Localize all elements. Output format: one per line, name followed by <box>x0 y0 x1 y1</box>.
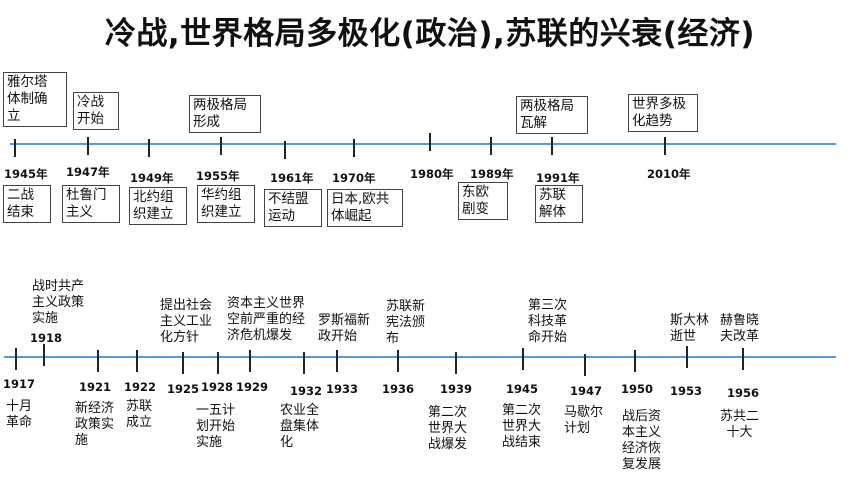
event-box-nato: 北约组 织建立 <box>129 187 187 225</box>
tick <box>217 352 219 374</box>
year-label: 1989年 <box>470 167 514 181</box>
event-box-bipolar-formed: 两极格局 形成 <box>189 95 261 133</box>
year-label: 1947 <box>570 384 603 398</box>
event-box-ussr-dissolve: 苏联 解体 <box>535 185 583 223</box>
event-box-ww2-end: 二战 结束 <box>3 185 51 223</box>
year-label: 1953 <box>670 384 703 398</box>
event-note-ussr-founded: 苏联 成立 <box>126 399 153 430</box>
tick <box>249 350 251 372</box>
year-label: 1932 <box>290 384 323 398</box>
tick <box>220 137 222 155</box>
tick <box>14 139 16 157</box>
timeline-axis-2 <box>4 356 836 358</box>
tick <box>136 350 138 372</box>
tick <box>284 141 286 159</box>
event-note-october-revolution: 十月 革命 <box>6 399 33 430</box>
event-box-warsaw: 华约组 织建立 <box>197 185 255 223</box>
tick <box>634 350 636 372</box>
year-label: 1918 <box>30 331 63 345</box>
event-note-collectivization: 农业全 盘集体 化 <box>280 403 320 450</box>
event-note-stalin-death: 斯大林 逝世 <box>670 313 710 344</box>
event-box-japan-ec: 日本,欧共 体崛起 <box>327 189 403 227</box>
year-label: 1949年 <box>130 171 174 185</box>
tick <box>43 344 45 366</box>
event-box-eastern-europe: 东欧 剧变 <box>458 182 508 220</box>
event-note-khrushchev-reform: 赫鲁晓 夫改革 <box>720 313 760 344</box>
tick <box>336 350 338 372</box>
tick <box>397 350 399 372</box>
tick <box>686 346 688 368</box>
tick <box>429 133 431 151</box>
event-box-yalta: 雅尔塔 体制确 立 <box>3 72 67 127</box>
year-label: 1922 <box>124 380 157 394</box>
event-note-industrialization: 提出社会 主义工业 化方针 <box>160 298 213 345</box>
year-label: 1917 <box>3 377 36 391</box>
event-box-truman: 杜鲁门 主义 <box>62 185 120 223</box>
event-note-marshall-plan: 马歇尔 计划 <box>564 405 604 436</box>
event-note-ww2-end: 第二次 世界大 战结束 <box>502 403 542 450</box>
year-label: 1961年 <box>270 171 314 185</box>
year-label: 1936 <box>382 382 415 396</box>
page-title: 冷战,世界格局多极化(政治),苏联的兴衰(经济) <box>104 16 756 52</box>
year-label: 2010年 <box>647 167 691 181</box>
tick <box>303 352 305 374</box>
year-label: 1945 <box>506 382 539 396</box>
year-label: 1925 <box>167 382 200 396</box>
year-label: 1921 <box>79 380 112 394</box>
event-box-cold-war-start: 冷战 开始 <box>73 92 119 130</box>
tick <box>664 137 666 155</box>
year-label: 1955年 <box>196 169 240 183</box>
tick <box>742 348 744 370</box>
tick <box>455 352 457 374</box>
event-box-bipolar-collapse: 两极格局 瓦解 <box>516 96 588 134</box>
tick <box>148 139 150 157</box>
event-note-new-deal: 罗斯福新 政开始 <box>318 313 371 344</box>
tick <box>182 352 184 374</box>
tick <box>584 354 586 376</box>
year-label: 1929 <box>236 380 269 394</box>
event-box-multipolar: 世界多极 化趋势 <box>628 94 698 132</box>
event-note-great-depression: 资本主义世界 空前严重的经 济危机爆发 <box>227 296 306 343</box>
tick <box>522 348 524 370</box>
event-box-non-aligned: 不结盟 运动 <box>264 189 322 227</box>
year-label: 1980年 <box>410 167 454 181</box>
year-label: 1939 <box>440 382 473 396</box>
year-label: 1945年 <box>4 167 48 181</box>
year-label: 1956 <box>727 386 760 400</box>
year-label: 1947年 <box>66 165 110 179</box>
year-label: 1928 <box>201 380 234 394</box>
year-label: 1933 <box>326 382 359 396</box>
timeline-axis-1 <box>10 143 836 145</box>
event-note-third-tech-revolution: 第三次 科技革 命开始 <box>528 298 568 345</box>
tick <box>551 137 553 155</box>
year-label: 1950 <box>621 382 654 396</box>
tick <box>15 348 17 370</box>
tick <box>87 137 89 155</box>
event-note-soviet-constitution: 苏联新 宪法颁 布 <box>386 299 426 346</box>
event-note-nep: 新经济 政策实 施 <box>75 401 115 448</box>
tick <box>97 350 99 372</box>
event-note-war-communism: 战时共产 主义政策 实施 <box>32 279 85 326</box>
year-label: 1991年 <box>536 171 580 185</box>
event-note-ww2-outbreak: 第二次 世界大 战爆发 <box>428 405 468 452</box>
event-note-five-year-plan: 一五计 划开始 实施 <box>196 403 236 450</box>
tick <box>490 137 492 155</box>
event-note-postwar-recovery: 战后资 本主义 经济恢 复发展 <box>622 409 662 472</box>
year-label: 1970年 <box>332 171 376 185</box>
tick <box>353 139 355 157</box>
event-note-20th-congress: 苏共二 十大 <box>720 409 760 440</box>
